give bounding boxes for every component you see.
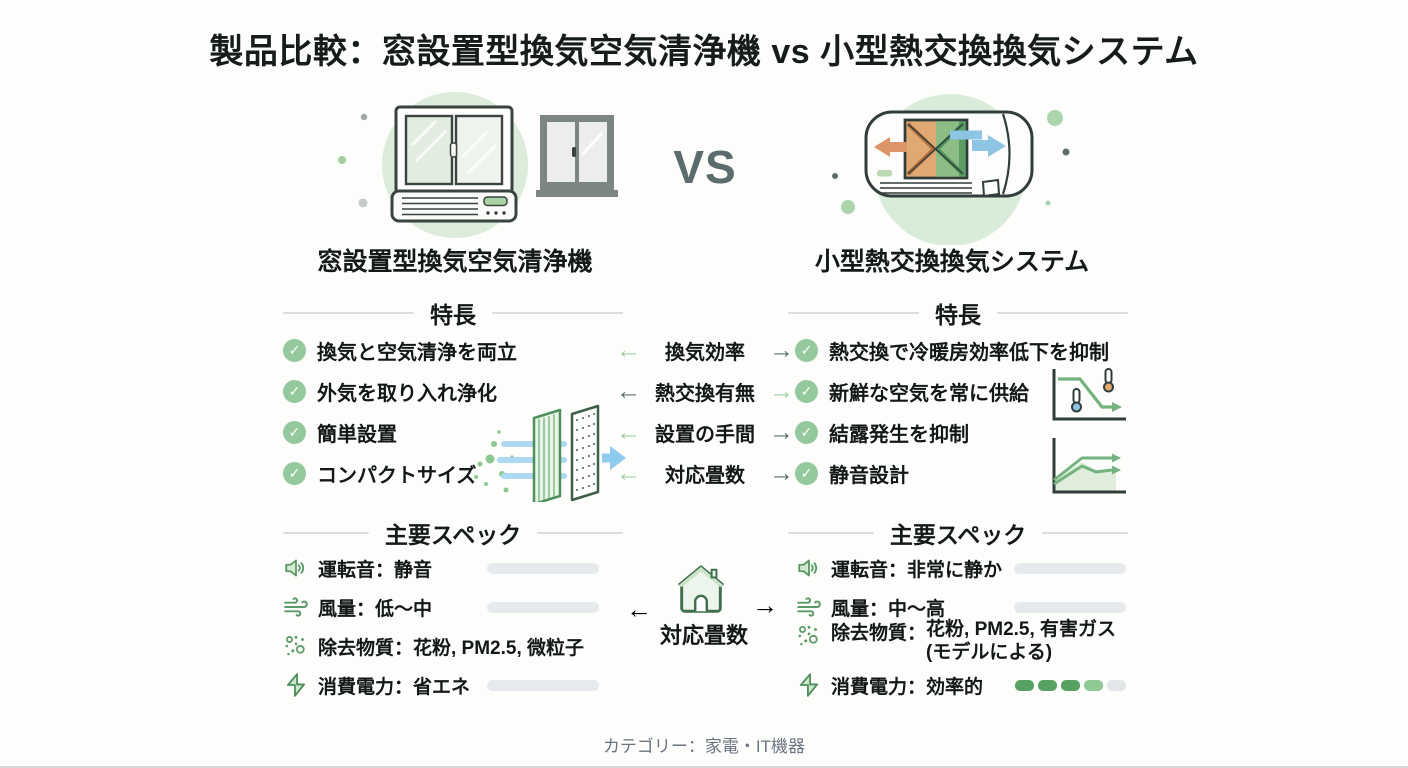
left-arrow-icon: ← [616, 336, 641, 364]
divider-line [788, 312, 919, 314]
right-features-header: 特長 [788, 296, 1128, 330]
left-arrow-icon: ← [616, 459, 641, 487]
left-features-list: ✓ 換気と空気清浄を両立 ✓ 外気を取り入れ浄化 ✓ 簡単設置 ✓ コンパクトサ… [283, 330, 619, 494]
check-icon: ✓ [795, 339, 818, 362]
divider-line [997, 312, 1128, 314]
check-icon: ✓ [795, 421, 818, 444]
check-icon: ✓ [795, 462, 818, 485]
left-arrow-icon: ← [616, 418, 641, 446]
bottom-divider [0, 766, 1408, 768]
divider-line [283, 312, 414, 314]
feature-item: ✓ 簡単設置 [283, 412, 619, 453]
feature-item: ✓ 結露発生を抑制 [795, 412, 1131, 453]
feature-item: ✓ 静音設計 [795, 453, 1131, 494]
house-icon [677, 565, 725, 613]
feature-item: ✓ コンパクトサイズ [283, 453, 619, 494]
air-filter-illustration [474, 404, 626, 502]
comparison-row: ← 対応畳数 → [616, 453, 794, 494]
airflow-trend-chart [1052, 438, 1126, 494]
heat-exchanger-unit-illustration [832, 94, 1070, 245]
spec-bar [487, 562, 599, 574]
comparison-label: 設置の手間 [655, 424, 755, 446]
comparison-row: ← 換気効率 → [616, 330, 794, 371]
right-arrow-icon: → [769, 336, 794, 364]
lightning-icon [286, 673, 306, 697]
vs-label: VS [673, 141, 737, 193]
spec-row: 消費電力：効率的 [796, 666, 1126, 704]
feature-item: ✓ 換気と空気清浄を両立 [283, 330, 619, 371]
temperature-efficiency-chart [1052, 368, 1126, 421]
wind-icon [284, 597, 308, 617]
window-purifier-illustration [338, 92, 618, 238]
divider-line [1042, 532, 1129, 534]
right-arrow-icon: → [769, 459, 794, 487]
particles-icon [798, 625, 818, 646]
check-icon: ✓ [283, 462, 306, 485]
left-arrow-icon: ← [626, 594, 652, 624]
spec-row: 運転音：非常に静か [796, 549, 1126, 587]
right-features-list: ✓ 熱交換で冷暖房効率低下を抑制 ✓ 新鮮な空気を常に供給 ✓ 結露発生を抑制 … [795, 330, 1131, 494]
wind-icon [797, 597, 821, 617]
room-size-label: 対応畳数 [659, 623, 748, 648]
spec-bar [487, 679, 599, 691]
divider-line [537, 532, 624, 534]
comparison-label: 対応畳数 [665, 465, 745, 487]
page-title: 製品比較：窓設置型換気空気清浄機 vs 小型熱交換換気システム [209, 33, 1199, 71]
right-specs-header: 主要スペック [788, 516, 1129, 550]
spec-bar [1014, 601, 1126, 613]
left-features-header: 特長 [283, 296, 623, 330]
right-arrow-icon: → [769, 377, 794, 405]
divider-line [788, 532, 874, 534]
comparison-row: ← 熱交換有無 → [616, 371, 794, 412]
divider-line [283, 532, 369, 534]
left-specs-header: 主要スペック [283, 516, 624, 550]
comparison-label: 換気効率 [665, 342, 745, 364]
check-icon: ✓ [283, 421, 306, 444]
divider-line [492, 312, 623, 314]
right-arrow-icon: → [752, 590, 778, 620]
spec-row: 風量：低〜中 [283, 588, 599, 626]
check-icon: ✓ [283, 339, 306, 362]
feature-item: ✓ 新鮮な空気を常に供給 [795, 371, 1131, 412]
spec-row: 除去物質：花粉, PM2.5, 微粒子 [283, 627, 599, 665]
lightning-icon [799, 673, 819, 697]
comparison-row: ← 設置の手間 → [616, 412, 794, 453]
comparison-label: 熱交換有無 [655, 383, 755, 405]
spec-row: 運転音：静音 [283, 549, 599, 587]
check-icon: ✓ [795, 380, 818, 403]
speaker-icon [285, 559, 305, 577]
spec-row: 消費電力：省エネ [283, 666, 599, 704]
right-arrow-icon: → [769, 418, 794, 446]
speaker-icon [798, 559, 818, 577]
category-caption: カテゴリー：家電・IT機器 [602, 737, 806, 756]
left-arrow-icon: ← [616, 377, 641, 405]
right-product-name: 小型熱交換換気システム [814, 248, 1090, 276]
spec-bar [1014, 562, 1126, 574]
feature-item: ✓ 外気を取り入れ浄化 [283, 371, 619, 412]
spec-row: 除去物質： 花粉, PM2.5, 有害ガス (モデルによる) [796, 618, 1126, 664]
check-icon: ✓ [283, 380, 306, 403]
power-segment-meter [1015, 679, 1126, 691]
left-product-name: 窓設置型換気空気清浄機 [317, 248, 593, 276]
particles-icon [285, 635, 305, 656]
spec-row: 風量：中〜高 [796, 588, 1126, 626]
spec-bar [487, 601, 599, 613]
feature-item: ✓ 熱交換で冷暖房効率低下を抑制 [795, 330, 1131, 371]
